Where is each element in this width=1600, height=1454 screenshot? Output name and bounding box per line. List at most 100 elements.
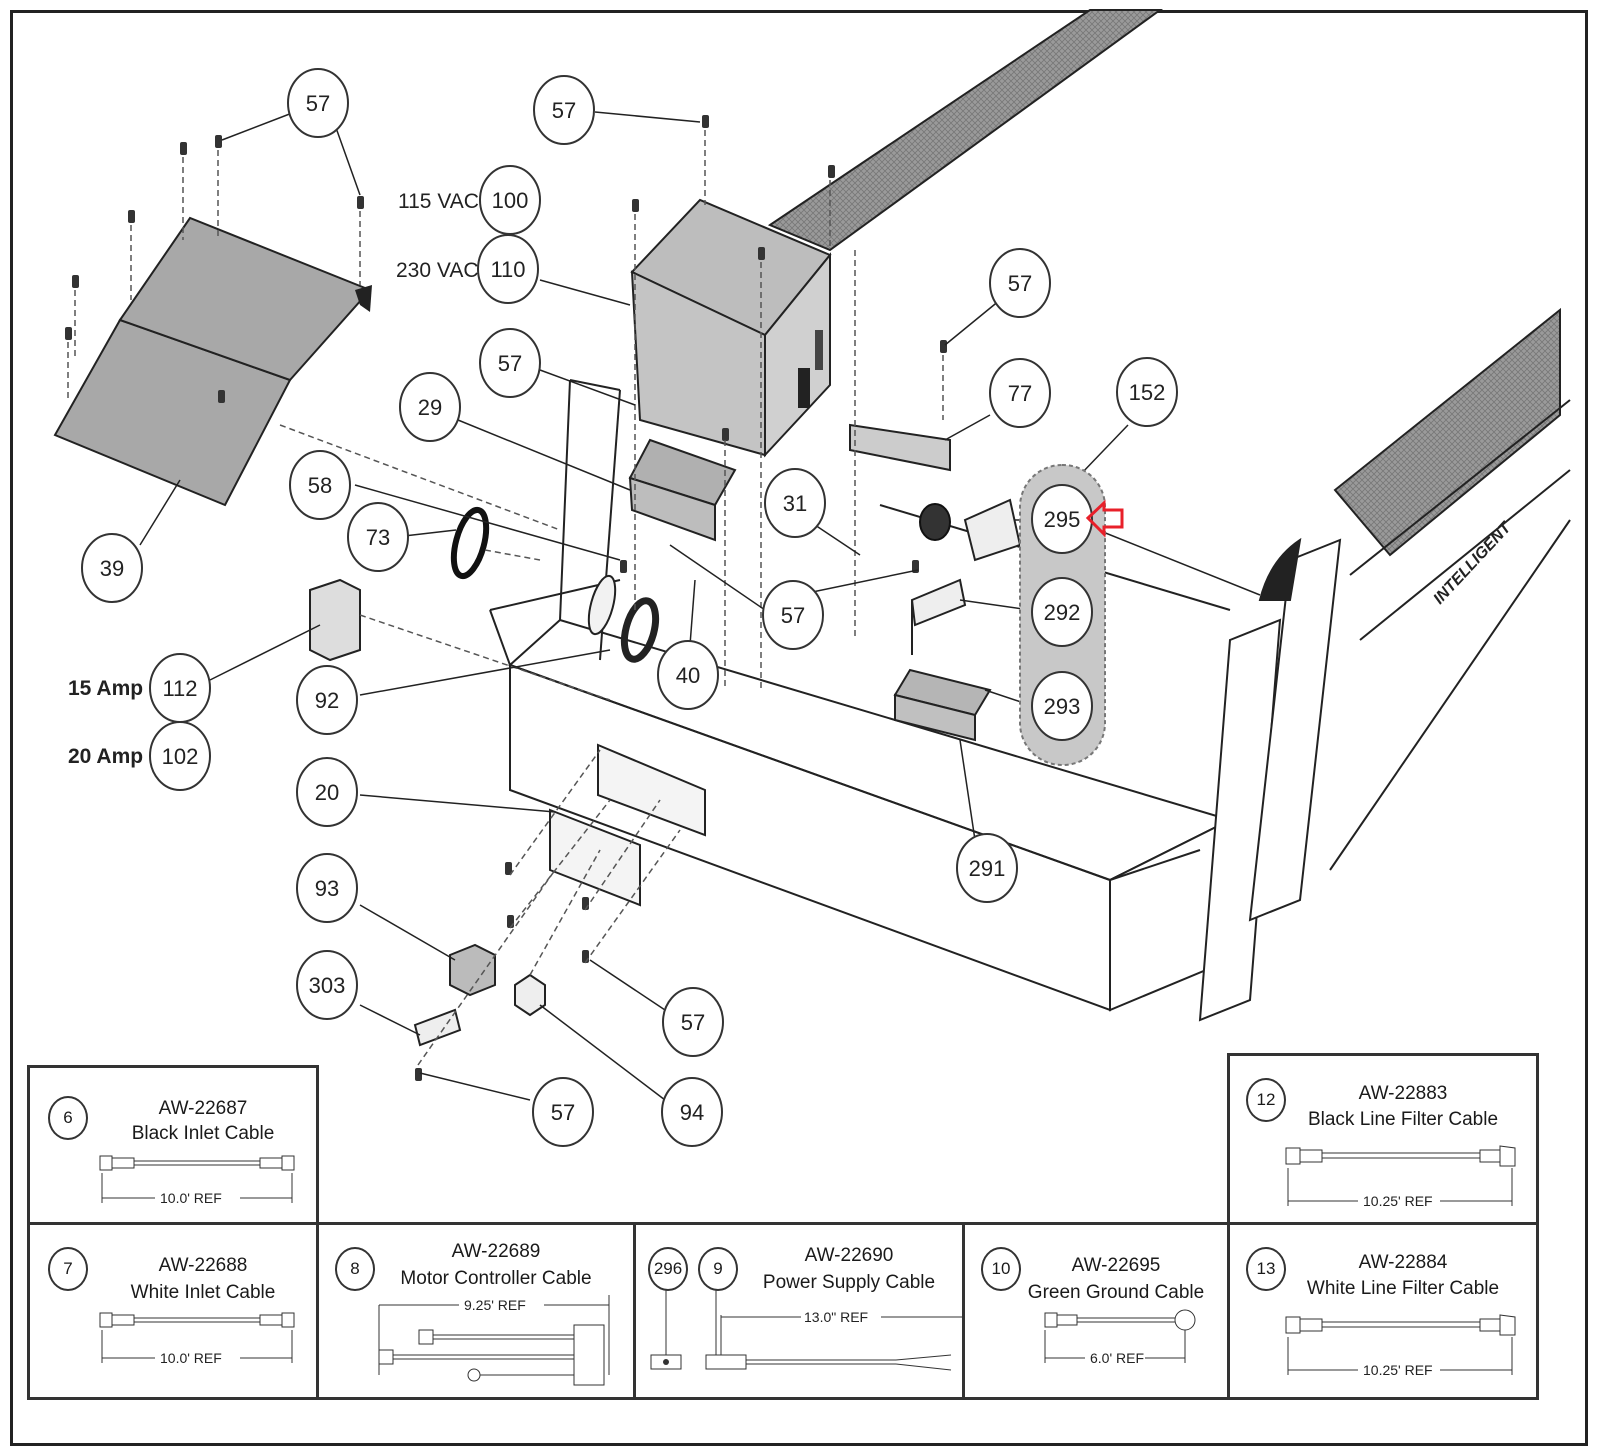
- callout-circle: [296, 950, 358, 1020]
- grommet: [450, 506, 490, 580]
- motor-frame: [489, 379, 1342, 1022]
- cable-length: 10.0' REF: [160, 1350, 222, 1366]
- callout-circle: [296, 853, 358, 923]
- callout-label: 295: [1044, 507, 1081, 532]
- callout-circle: [989, 248, 1051, 318]
- callout-label: 112: [162, 676, 197, 701]
- callout-40: 40: [657, 640, 719, 710]
- side-label-20amp: 20 Amp: [68, 745, 143, 768]
- callout-circle: [533, 75, 595, 145]
- callout-circle: [762, 580, 824, 650]
- cable-length: 10.0' REF: [160, 1190, 222, 1206]
- callout-20: 20: [296, 757, 358, 827]
- callout-label: 58: [308, 473, 332, 498]
- callout-57: 57: [662, 987, 724, 1057]
- leader-lines: [139, 109, 1261, 1101]
- treadmill-belt-lower: INTELLIGENT: [1329, 307, 1571, 871]
- cable-part-number: AW-22884: [1358, 1252, 1448, 1273]
- cable-length: 10.25' REF: [1363, 1362, 1433, 1378]
- callout-label: 57: [552, 98, 576, 123]
- cable-drawing: 13.0" REF: [650, 1290, 966, 1371]
- cable-description: White Line Filter Cable: [1306, 1278, 1500, 1299]
- callout-circle: [399, 372, 461, 442]
- brand-text: INTELLIGENT: [1430, 519, 1515, 608]
- cable-cell-10: 10 AW-22695 Green Ground Cable 6.0' REF: [962, 1222, 1230, 1400]
- callout-circle: [989, 358, 1051, 428]
- callout-58: 58: [289, 450, 351, 520]
- callout-label: 31: [783, 491, 807, 516]
- cable-cell-7: 7 AW-22688 White Inlet Cable 10.0' REF: [27, 1222, 319, 1400]
- cable-cell-9: 296 9 AW-22690 Power Supply Cable 13.0" …: [633, 1222, 966, 1400]
- callout-circle: [479, 165, 541, 235]
- cable-ref-badge: 9: [698, 1247, 738, 1291]
- cable-description: Black Line Filter Cable: [1307, 1109, 1499, 1130]
- assembly-lines: [67, 130, 944, 1066]
- callout-57: 57: [762, 580, 824, 650]
- callout-57: 57: [989, 248, 1051, 318]
- cable-drawing: 10.25' REF: [1285, 1314, 1516, 1378]
- cable-drawing: 10.0' REF: [99, 1155, 295, 1206]
- motor: [628, 438, 737, 542]
- callout-circle: [956, 833, 1018, 903]
- cable-description: Green Ground Cable: [1027, 1282, 1205, 1303]
- callout-label: 57: [306, 91, 330, 116]
- cable-length: 9.25' REF: [464, 1297, 526, 1313]
- callout-label: 57: [551, 1100, 575, 1125]
- callout-295: 295: [1031, 484, 1093, 554]
- circuit-breaker: [309, 578, 361, 662]
- bracket: [910, 578, 967, 655]
- callout-73: 73: [347, 502, 409, 572]
- callout-292: 292: [1031, 577, 1093, 647]
- screws: [65, 115, 947, 1081]
- cable-part-number: AW-22687: [158, 1098, 248, 1119]
- ground-bracket: [413, 1008, 462, 1047]
- callouts: 57 57 100 110 57 29 57 77 152 58 73 31 39 295 57 292 112…: [81, 68, 1178, 1147]
- callout-circle: [479, 328, 541, 398]
- callout-29: 29: [399, 372, 461, 442]
- side-label-15amp: 15 Amp: [68, 677, 143, 700]
- callout-label: 73: [366, 525, 390, 550]
- pointer-arrow-icon: [1085, 499, 1124, 538]
- cable-ref-badge: 12: [1246, 1078, 1286, 1122]
- cable-part-number: AW-22690: [804, 1245, 894, 1266]
- callout-circle: [289, 450, 351, 520]
- callout-label: 92: [315, 688, 339, 713]
- callout-label: 77: [1008, 381, 1032, 406]
- callout-label: 40: [676, 663, 700, 688]
- callout-circle: [1116, 357, 1178, 427]
- side-label-230vac: 230 VAC: [396, 259, 479, 282]
- treadmill-belt-upper: [767, 9, 1164, 252]
- cable-cell-6: 6 AW-22687 Black Inlet Cable 10.0' REF: [27, 1065, 319, 1225]
- cable-part-number: AW-22689: [451, 1241, 541, 1262]
- callout-57: 57: [533, 75, 595, 145]
- cable-ref-badge: 10: [981, 1247, 1021, 1291]
- callout-102: 102: [149, 721, 211, 791]
- cable-ref-badge: 8: [335, 1247, 375, 1291]
- callout-293: 293: [1031, 671, 1093, 741]
- line-filter: [849, 423, 951, 472]
- callout-circle: [1031, 484, 1093, 554]
- cable-length: 10.25' REF: [1363, 1193, 1433, 1209]
- callout-circle: [662, 987, 724, 1057]
- callout-label: 110: [490, 257, 525, 282]
- strain-relief: [587, 574, 660, 663]
- callout-label: 94: [680, 1100, 704, 1125]
- callout-93: 93: [296, 853, 358, 923]
- cable-ref-badge: 6: [48, 1096, 88, 1140]
- callout-label: 57: [498, 351, 522, 376]
- callout-circle: [296, 757, 358, 827]
- cable-description: Motor Controller Cable: [400, 1268, 592, 1289]
- cable-part-number: AW-22883: [1358, 1083, 1448, 1104]
- callout-circle: [764, 468, 826, 538]
- callout-39: 39: [81, 533, 143, 603]
- cable-description: Black Inlet Cable: [131, 1123, 275, 1144]
- motor-controller-box: [630, 198, 832, 458]
- cable-drawing: 10.25' REF: [1285, 1145, 1516, 1209]
- callout-152: 152: [1116, 357, 1178, 427]
- callout-label: 102: [162, 744, 199, 769]
- cable-description: Power Supply Cable: [762, 1272, 936, 1293]
- callout-label: 100: [492, 188, 529, 213]
- cover-plate: [53, 216, 372, 507]
- callout-57: 57: [287, 68, 349, 138]
